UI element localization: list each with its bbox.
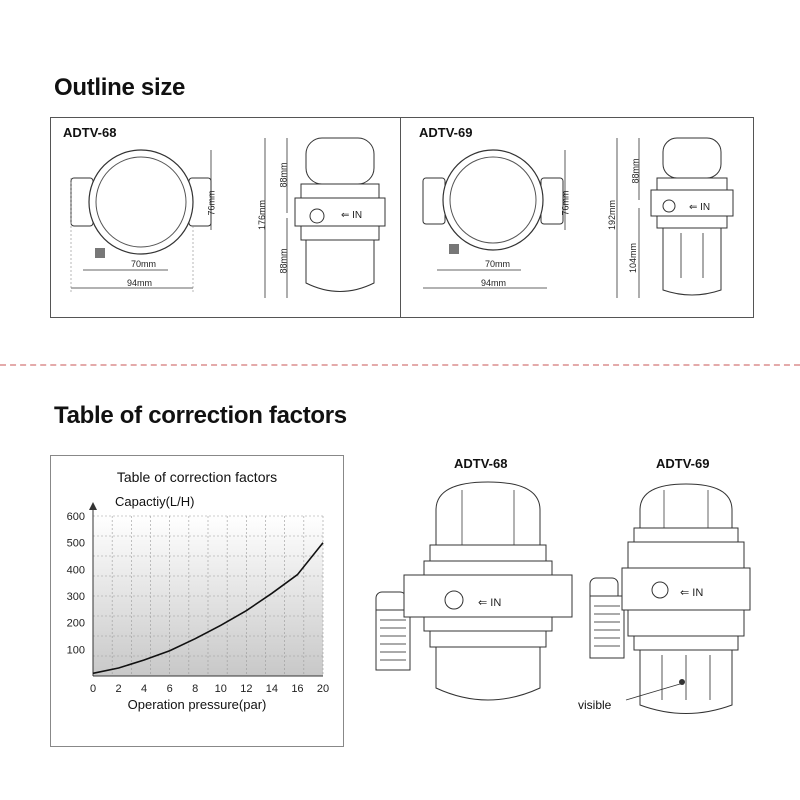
x-tick-label: 14 <box>266 683 278 695</box>
correction-chart: Table of correction factors Capactiy(L/H… <box>50 455 344 747</box>
x-tick-label: 16 <box>291 683 303 695</box>
model-label-adtv69: ADTV-69 <box>419 125 473 140</box>
chart-y-axis-label: Capactiy(L/H) <box>115 494 195 509</box>
visible-label: visible <box>578 698 612 712</box>
x-tick-label: 10 <box>215 683 227 695</box>
svg-text:⇐ IN: ⇐ IN <box>341 210 362 221</box>
series-line <box>92 542 324 675</box>
y-tick-label: 300 <box>67 591 85 603</box>
x-tick-label: 12 <box>240 683 252 695</box>
dim-bottom-69: 104mm <box>628 242 639 274</box>
svg-text:⇐ IN: ⇐ IN <box>680 587 703 599</box>
dim-width-inner-69: 70mm <box>485 259 511 269</box>
x-tick-label: 2 <box>115 683 121 695</box>
outline-panel-adtv68: ADTV-68 ⇐ IN 70mm 94mm 76mm 176mm 88mm 8… <box>50 117 402 318</box>
dim-height-68: 76mm <box>206 190 217 216</box>
chart-plot-area: 100 200 300 400 500 600 0 2 4 6 8 10 12 14 16 20 <box>67 502 329 695</box>
x-tick-label: 4 <box>141 683 147 695</box>
outline-panel-adtv69: ADTV-69 ⇐ IN 70mm 94mm 76mm 192mm 88mm 1… <box>400 117 754 318</box>
y-tick-label: 600 <box>67 511 85 523</box>
y-tick-label: 200 <box>67 618 85 630</box>
x-tick-label: 0 <box>90 683 96 695</box>
adtv68-illustration: ⇐ IN <box>375 481 573 701</box>
adtv68-outline-drawing: ⇐ IN <box>70 137 386 298</box>
dim-height-69: 76mm <box>560 190 571 216</box>
x-tick-label: 8 <box>192 683 198 695</box>
y-tick-label: 400 <box>67 564 85 576</box>
y-tick-label: 100 <box>67 644 85 656</box>
x-tick-label: 20 <box>317 683 329 695</box>
svg-text:⇐ IN: ⇐ IN <box>478 597 501 609</box>
adtv68-label: ADTV-68 <box>454 456 508 471</box>
adtv69-label: ADTV-69 <box>656 456 710 471</box>
x-tick-label: 6 <box>167 683 173 695</box>
dim-total-68: 176mm <box>257 199 268 231</box>
y-axis-arrow <box>89 502 97 510</box>
chart-title: Table of correction factors <box>116 469 278 485</box>
y-tick-label: 500 <box>67 538 85 550</box>
correction-heading: Table of correction factors <box>54 402 347 429</box>
adtv69-illustration: ⇐ IN <box>589 483 751 714</box>
chart-x-axis-label: Operation pressure(par) <box>127 697 267 712</box>
adtv69-outline-drawing: ⇐ IN <box>422 137 734 298</box>
section-divider <box>0 364 800 366</box>
svg-text:⇐ IN: ⇐ IN <box>689 202 710 213</box>
dim-top-68: 88mm <box>278 162 289 188</box>
outline-size-heading: Outline size <box>54 74 186 101</box>
dim-top-69: 88mm <box>630 158 641 184</box>
dim-bottom-68: 88mm <box>278 248 289 274</box>
dim-total-69: 192mm <box>607 199 618 231</box>
dim-width-outer-69: 94mm <box>481 278 507 288</box>
dim-width-inner-68: 70mm <box>131 259 157 269</box>
dim-width-outer-68: 94mm <box>127 278 153 288</box>
model-label-adtv68: ADTV-68 <box>63 125 117 140</box>
